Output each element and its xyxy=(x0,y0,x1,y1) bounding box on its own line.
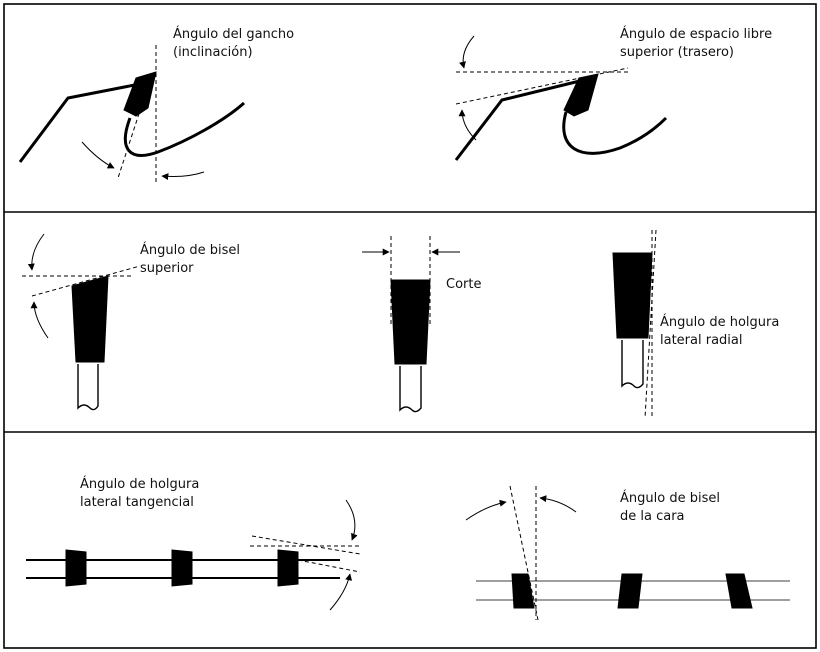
outer-frame xyxy=(3,3,817,649)
tooth-tip xyxy=(123,71,157,117)
tangential-clearance-figure xyxy=(26,499,362,611)
tooth-body xyxy=(617,573,643,609)
tooth-tip xyxy=(612,252,653,339)
label-hook-angle-2: (inclinación) xyxy=(173,45,253,60)
label-face-bevel-1: Ángulo de bisel xyxy=(620,490,720,506)
label-top-bevel-2: superior xyxy=(140,261,194,276)
label-kerf: Corte xyxy=(446,277,481,292)
top-bevel-figure xyxy=(22,233,141,411)
label-hook-angle-1: Ángulo del gancho xyxy=(173,26,294,42)
hook-angle-figure xyxy=(18,45,245,182)
top-clearance-figure xyxy=(454,35,668,161)
tooth-body xyxy=(725,573,753,609)
label-top-bevel-1: Ángulo de bisel xyxy=(140,242,240,258)
tooth-tip xyxy=(71,275,109,363)
label-face-bevel-2: de la cara xyxy=(620,509,685,524)
kerf-figure xyxy=(362,236,460,413)
label-tangential-clearance-1: Ángulo de holgura xyxy=(80,476,199,492)
tooth-body xyxy=(171,549,193,587)
label-top-clearance-2: superior (trasero) xyxy=(620,45,734,60)
label-tangential-clearance-2: lateral tangencial xyxy=(80,495,194,510)
label-top-clearance-1: Ángulo de espacio libre xyxy=(620,26,772,42)
label-radial-clearance-1: Ángulo de holgura xyxy=(660,314,779,330)
tooth-tip xyxy=(390,279,431,365)
tooth-body xyxy=(511,573,535,609)
tooth-body xyxy=(277,549,299,587)
radial-clearance-figure xyxy=(612,229,657,419)
face-bevel-figure xyxy=(465,485,790,621)
label-radial-clearance-2: lateral radial xyxy=(660,333,742,348)
tooth-body xyxy=(65,549,87,587)
